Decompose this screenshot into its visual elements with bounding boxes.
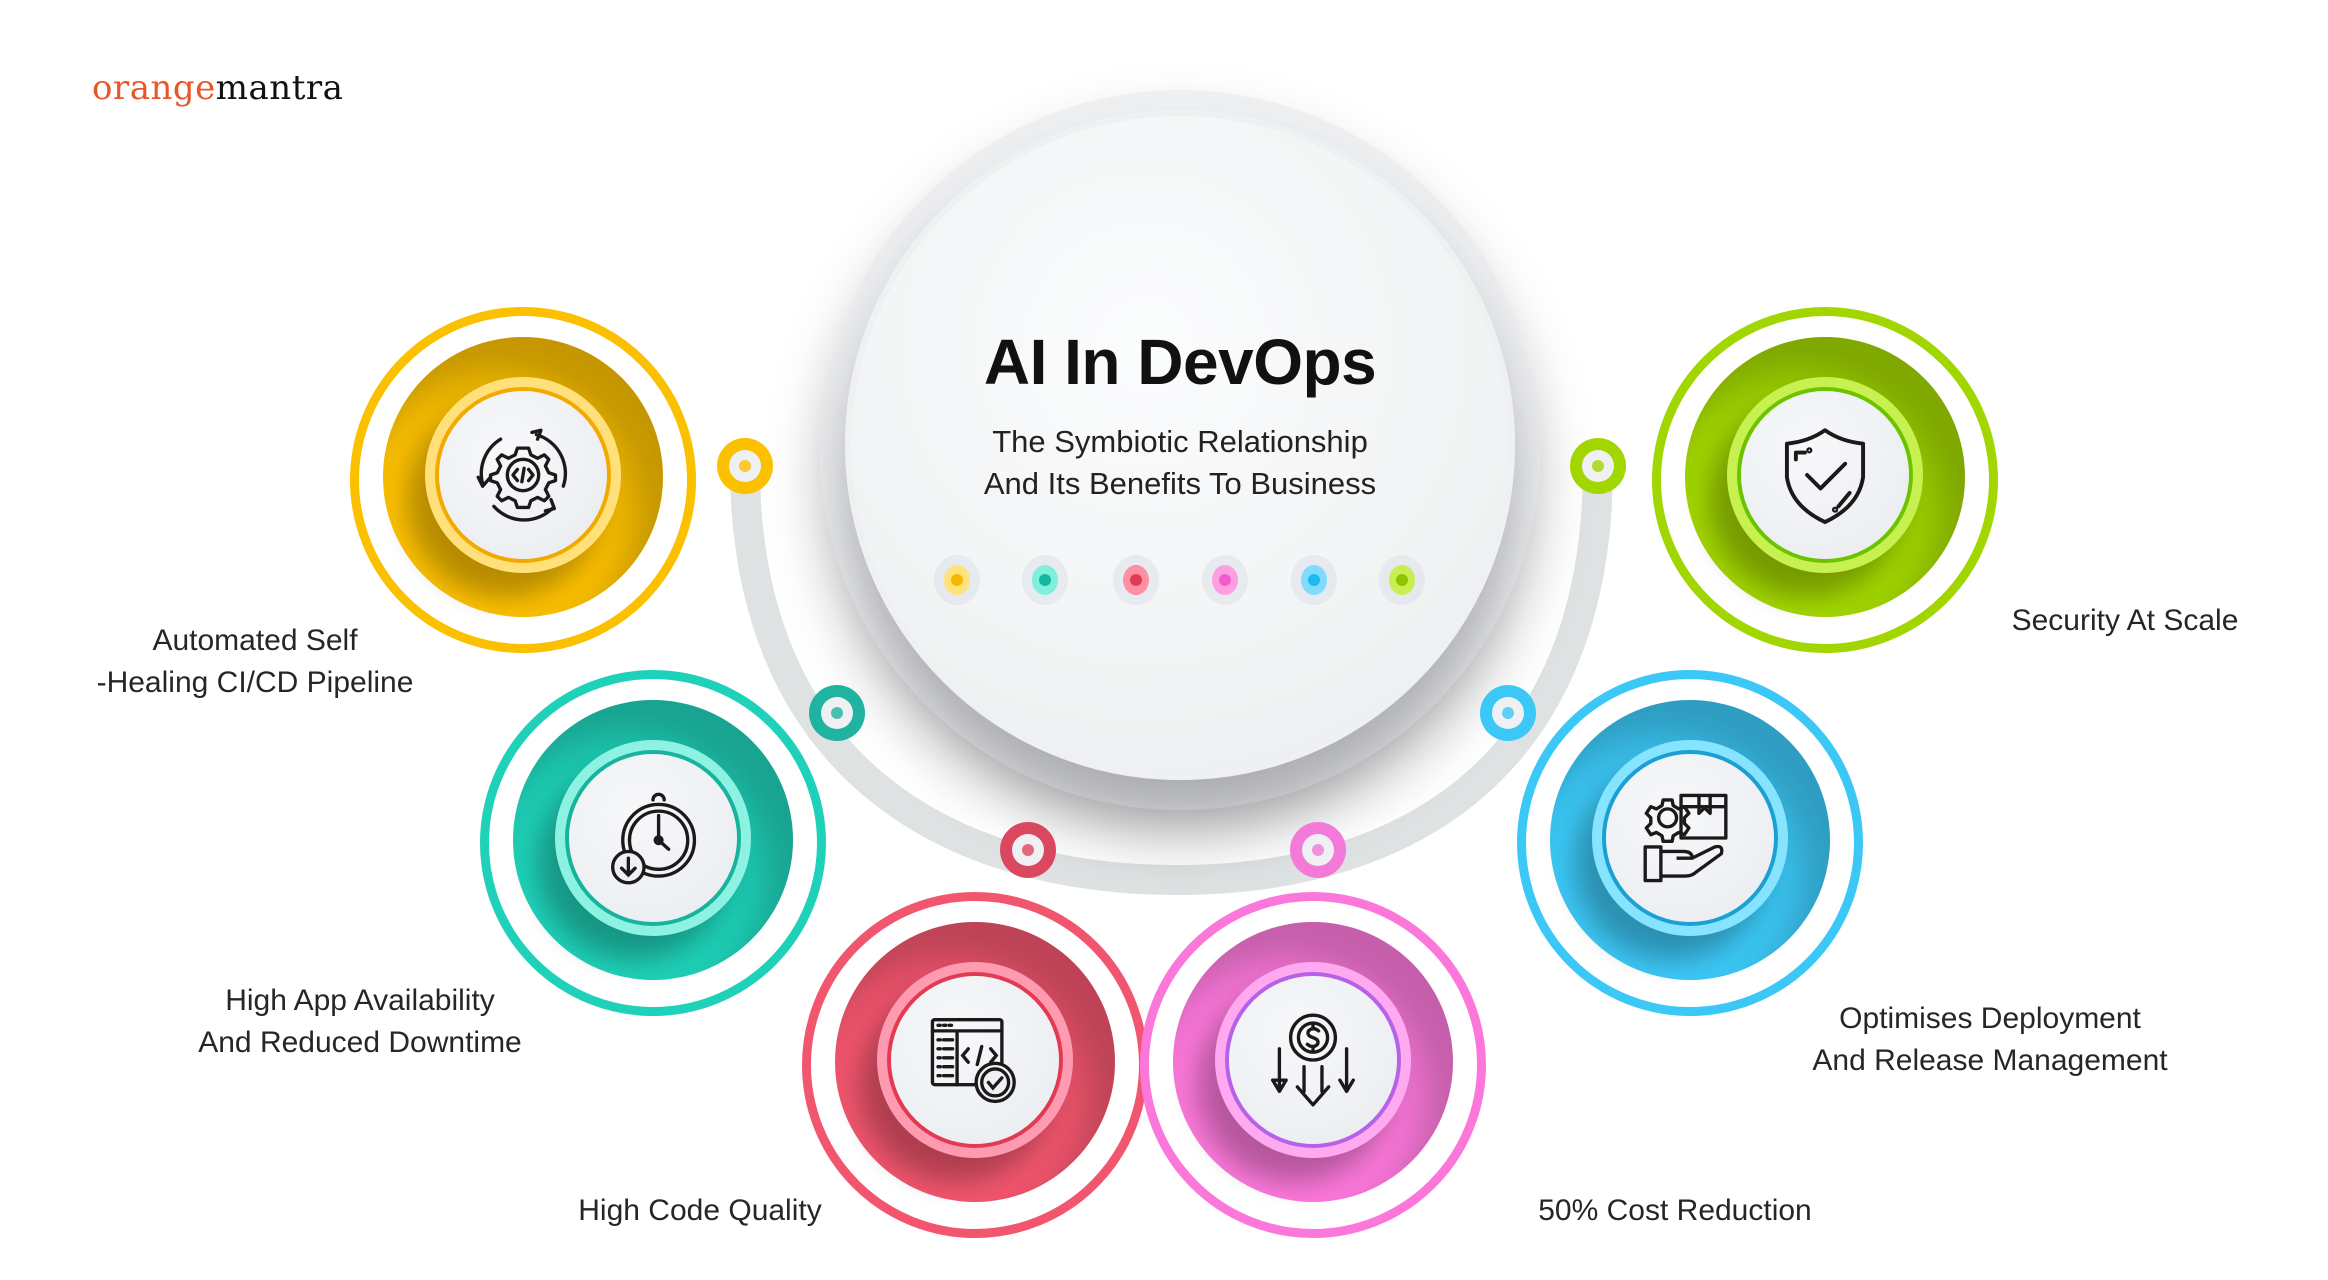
indicator-dot-pink: [1212, 565, 1238, 595]
indicator-dot-yellow: [944, 565, 970, 595]
benefit-node-security: [1652, 307, 1998, 653]
benefit-label-line2: And Release Management: [1812, 1044, 2168, 1077]
hub-subtitle-line2: And Its Benefits To Business: [983, 466, 1377, 501]
code-window-check-icon: [930, 1018, 1016, 1104]
benefit-label-line1: High App Availability: [225, 984, 495, 1017]
hub-title: AI In DevOps: [983, 326, 1377, 398]
connector-node-green: [1570, 438, 1626, 494]
gear-cycle-code-icon: [476, 428, 568, 522]
shield-check-icon: [1784, 428, 1866, 524]
benefit-label-availability: High App Availability And Reduced Downti…: [170, 980, 550, 1064]
logo-part-mantra: mantra: [215, 68, 344, 108]
benefit-label-line1: Security At Scale: [2011, 604, 2239, 637]
benefit-label-line1: Automated Self: [152, 624, 358, 657]
benefit-node-availability: [480, 670, 826, 1016]
indicator-dot-green: [1389, 565, 1415, 595]
benefit-label-line2: -Healing CI/CD Pipeline: [96, 666, 414, 699]
indicator-dot-blue: [1301, 565, 1327, 595]
benefit-label-self-healing: Automated Self -Healing CI/CD Pipeline: [60, 620, 450, 704]
indicator-dot-teal: [1032, 565, 1058, 595]
benefit-label-security: Security At Scale: [1975, 600, 2275, 642]
benefit-node-cost-reduction: [1140, 892, 1486, 1238]
indicator-dot-red: [1123, 565, 1149, 595]
logo-part-orange: orange: [92, 68, 216, 108]
connector-node-red: [1000, 822, 1056, 878]
connector-node-teal: [809, 685, 865, 741]
gear-box-hand-icon: [1643, 793, 1728, 883]
benefit-node-self-healing: [350, 307, 696, 653]
benefit-node-deployment: [1517, 670, 1863, 1016]
benefit-label-line1: High Code Quality: [578, 1194, 822, 1227]
benefit-label-cost-reduction: 50% Cost Reduction: [1500, 1190, 1850, 1232]
benefit-label-deployment: Optimises Deployment And Release Managem…: [1780, 998, 2200, 1082]
connector-node-yellow: [717, 438, 773, 494]
hub-subtitle-line1: The Symbiotic Relationship: [992, 424, 1368, 459]
stopwatch-download-icon: [611, 792, 697, 885]
benefit-label-line1: 50% Cost Reduction: [1538, 1194, 1812, 1227]
benefit-label-line2: And Reduced Downtime: [198, 1026, 522, 1059]
benefit-label-code-quality: High Code Quality: [540, 1190, 860, 1232]
benefit-label-line1: Optimises Deployment: [1839, 1002, 2141, 1035]
dollar-down-arrows-icon: [1271, 1013, 1355, 1107]
brand-logo: orangemantra: [92, 68, 343, 108]
connector-node-blue: [1480, 685, 1536, 741]
benefit-node-code-quality: [802, 892, 1148, 1238]
connector-node-pink: [1290, 822, 1346, 878]
hub-disc: [845, 110, 1515, 780]
